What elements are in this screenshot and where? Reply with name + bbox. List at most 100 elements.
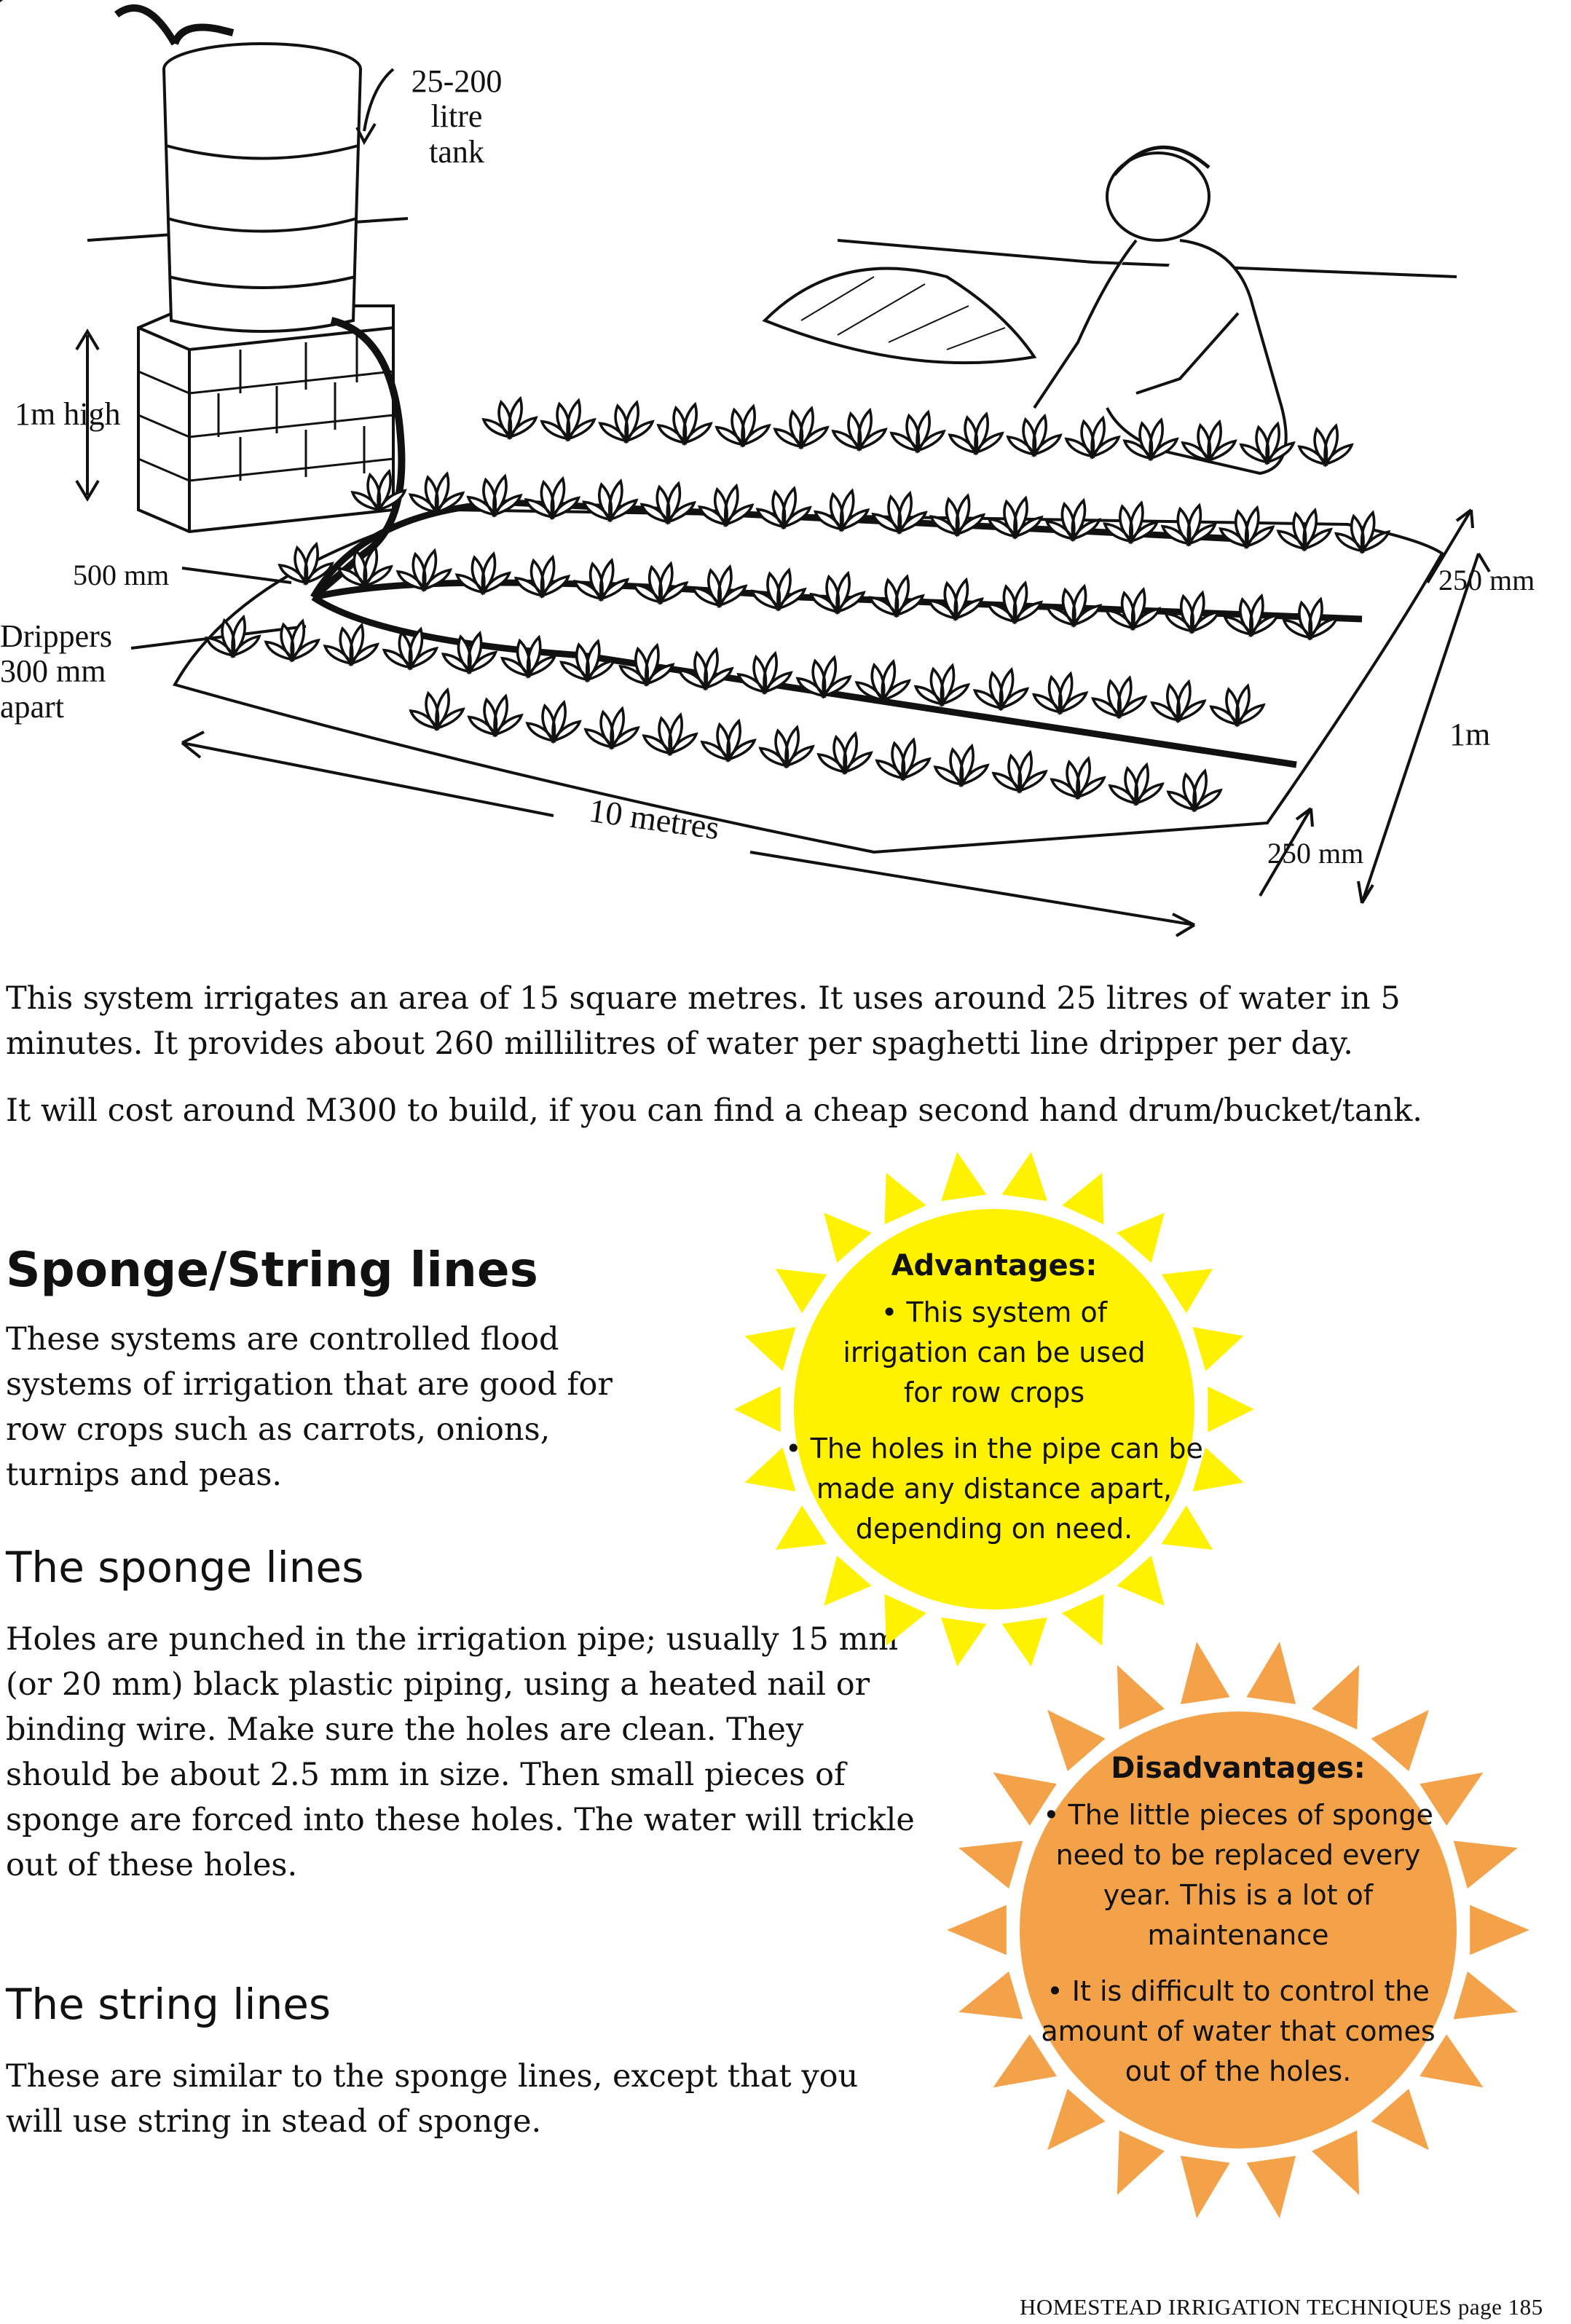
plant	[1032, 672, 1088, 714]
plant	[855, 660, 911, 701]
plant	[455, 552, 511, 594]
plant	[869, 575, 924, 617]
plant	[973, 668, 1029, 710]
sun-ray	[958, 1840, 1023, 1889]
sun-ray	[1371, 1709, 1429, 1771]
sun-ray	[1001, 1151, 1047, 1202]
plant	[468, 694, 523, 736]
sun-ray	[1453, 1840, 1518, 1889]
advantages-item: • The holes in the pipe can be made any …	[785, 1433, 1203, 1545]
intro-text: This system irrigates an area of 15 squa…	[6, 976, 1462, 1133]
plant	[409, 688, 465, 730]
disadvantages-item: • It is difficult to control the amount …	[1041, 1975, 1436, 2087]
plant	[715, 405, 771, 446]
plant	[1210, 684, 1265, 726]
plant	[759, 725, 814, 768]
advantages-item: • This system of irrigation can be used …	[843, 1296, 1146, 1409]
sun-ray	[1117, 2130, 1165, 2195]
sun-ray	[1117, 1665, 1165, 1730]
plant	[514, 556, 570, 597]
advantages-sun-shape	[734, 1151, 1254, 1667]
sun-ray	[884, 1173, 926, 1225]
plant	[599, 401, 654, 443]
sun-ray	[1420, 1772, 1484, 1826]
intro-paragraph-2: It will cost around M300 to build, if yo…	[6, 1092, 1422, 1129]
width-label: 1m	[1449, 717, 1491, 752]
sun-ray	[993, 1772, 1057, 1826]
plant	[890, 411, 945, 452]
sun-ray	[1192, 1447, 1244, 1492]
plant	[810, 572, 865, 613]
plant	[934, 744, 989, 786]
plant	[1167, 769, 1222, 811]
row-gap-label-bottom: 250 mm	[1267, 837, 1364, 870]
sun-ray	[1047, 1709, 1106, 1771]
plant	[1218, 506, 1275, 548]
plant	[698, 484, 754, 526]
plant	[914, 664, 970, 706]
sun-ray	[1470, 1905, 1529, 1955]
plant	[467, 475, 522, 516]
plant	[948, 412, 1004, 454]
plant	[701, 720, 756, 761]
sun-ray	[1312, 1665, 1360, 1730]
sun-ray	[1062, 1594, 1104, 1646]
plant	[751, 568, 806, 610]
sun-ray	[1192, 1327, 1244, 1371]
sun-ray	[941, 1151, 987, 1202]
page-footer: HOMESTEAD IRRIGATION TECHNIQUES page 185	[1020, 2294, 1543, 2320]
sun-ray	[1312, 2130, 1360, 2195]
sun-ray	[1117, 1556, 1165, 1606]
plant	[1298, 424, 1353, 466]
advantages-title: Advantages:	[891, 1249, 1098, 1283]
sun-ray	[958, 1971, 1023, 2020]
plant	[1007, 414, 1062, 456]
sun-ray	[1208, 1386, 1254, 1433]
sun-ray	[744, 1447, 796, 1492]
sun-ray	[775, 1505, 827, 1551]
sun-ray	[1161, 1505, 1213, 1551]
plant	[205, 615, 261, 657]
plant	[691, 565, 747, 607]
plant	[584, 707, 639, 749]
sun-ray	[744, 1327, 796, 1371]
sponge-lines-text: Holes are punched in the irrigation pipe…	[6, 1621, 915, 1883]
disadvantages-title: Disadvantages:	[1111, 1752, 1366, 1785]
sun-ray	[1117, 1213, 1165, 1263]
sun-ray	[884, 1594, 926, 1646]
height-label: 1m high	[15, 396, 121, 432]
sun-ray	[993, 2034, 1057, 2088]
plant	[482, 397, 538, 438]
sun-ray	[1001, 1617, 1047, 1667]
plant	[928, 578, 984, 620]
section-intro: These systems are controlled flood syste…	[6, 1321, 613, 1493]
plant	[1050, 757, 1106, 799]
sun-ray	[1062, 1173, 1104, 1225]
plant	[540, 399, 596, 441]
disadvantages-box: Disadvantages: • The little pieces of sp…	[1027, 1752, 1449, 2108]
drip-irrigation-illustration	[0, 0, 1491, 937]
advantages-box: Advantages: • This system of irrigation …	[783, 1249, 1205, 1565]
sun-ray	[1246, 2156, 1296, 2218]
sun-ray	[947, 1905, 1007, 1955]
string-lines-text: These are similar to the sponge lines, e…	[6, 2058, 859, 2140]
plant	[992, 751, 1047, 792]
plant	[1150, 680, 1206, 722]
disadvantages-item: • The little pieces of sponge need to be…	[1043, 1799, 1433, 1951]
plant	[773, 406, 829, 449]
plant	[632, 562, 688, 604]
sun-ray	[1246, 1642, 1296, 1704]
sun-ray	[1180, 2156, 1230, 2218]
plant	[323, 623, 379, 665]
sun-ray	[1453, 1971, 1518, 2020]
plant	[1065, 417, 1120, 458]
plant	[817, 732, 873, 773]
plant	[1091, 676, 1147, 718]
sun-ray	[1047, 2089, 1106, 2151]
plant	[875, 738, 931, 780]
drippers-label: Drippers 300 mm apart	[0, 618, 112, 725]
plant	[832, 409, 887, 450]
spacing-label: 500 mm	[73, 559, 170, 591]
intro-paragraph-1: This system irrigates an area of 15 squa…	[6, 980, 1401, 1062]
sun-ray	[775, 1268, 827, 1313]
